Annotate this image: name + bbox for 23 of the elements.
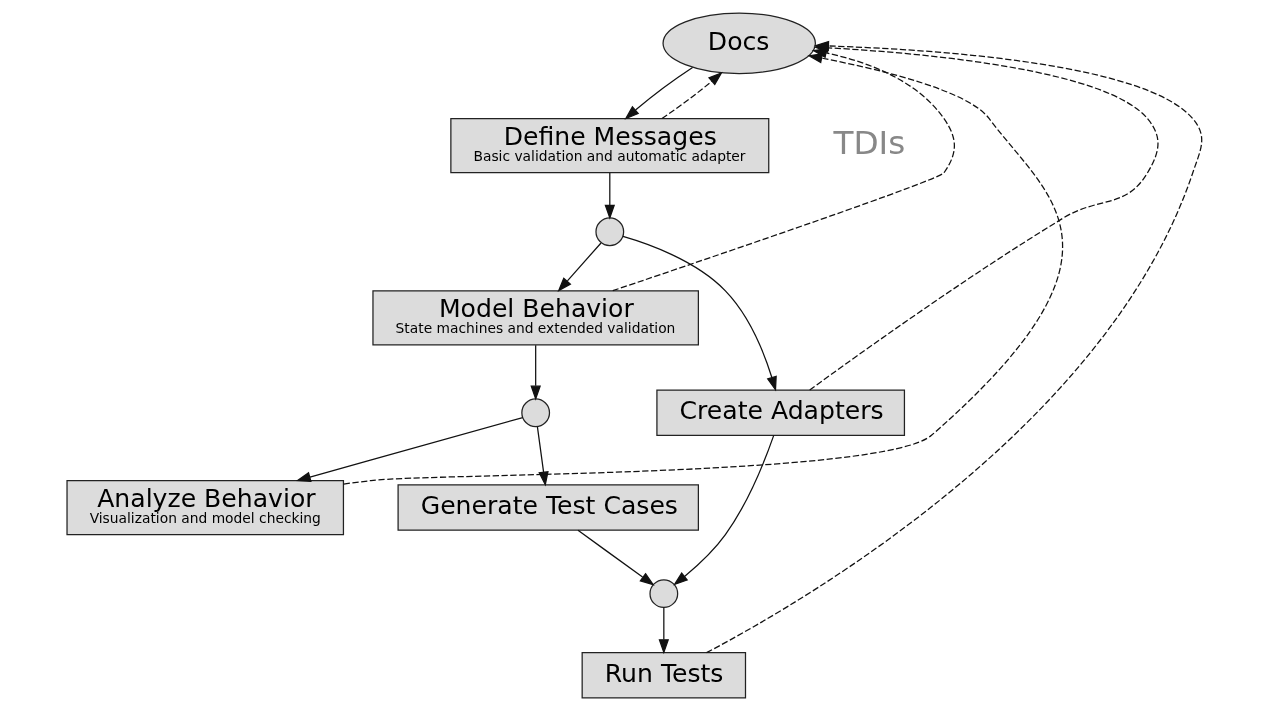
arrow — [604, 172, 616, 220]
node-circle — [595, 217, 625, 247]
arrow — [577, 529, 655, 586]
node-circle — [521, 398, 551, 428]
arrow — [530, 344, 541, 401]
node-box: Define Messages Basic validation and automatic adapter — [450, 118, 770, 174]
arrow — [658, 607, 670, 655]
arrow — [295, 416, 524, 483]
arrow — [342, 53, 1063, 485]
node-box: Run Tests — [581, 652, 747, 699]
arrow — [624, 66, 694, 120]
arrow — [557, 242, 602, 293]
arrow — [536, 426, 549, 487]
arrow — [661, 71, 723, 120]
label: TDIs — [833, 123, 906, 162]
node-box: Analyze Behavior Visualization and model checking — [66, 479, 345, 536]
arrow — [673, 434, 775, 586]
node-box: Generate Test Cases — [397, 484, 699, 531]
arrow — [622, 235, 777, 392]
node-circle — [649, 579, 679, 609]
node-ellipse: Docs — [662, 12, 816, 75]
node-box: Create Adapters — [656, 389, 906, 436]
node-box: Model Behavior State machines and extended validation — [372, 290, 699, 346]
